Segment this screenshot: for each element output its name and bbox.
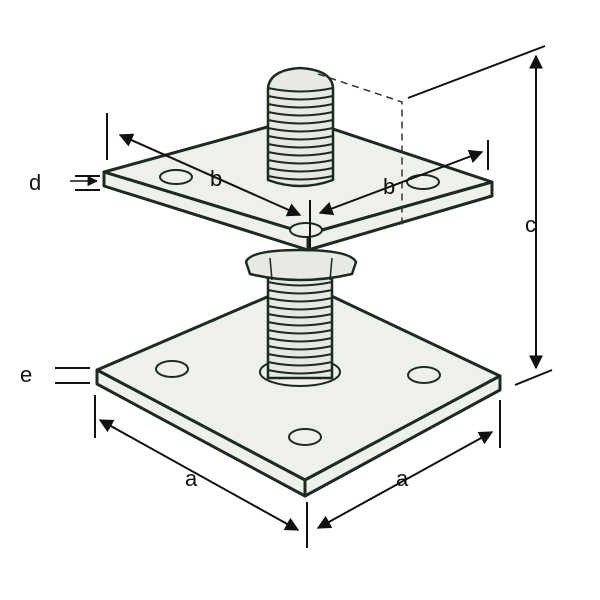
nut [244,248,358,282]
thread-line [267,281,333,287]
thread-line [267,127,334,133]
thread-line [267,119,334,125]
dim-a-right-line [316,431,494,529]
dim-a-left-line [98,419,300,531]
label-a-left: a [185,466,198,491]
thread-line [267,337,333,343]
thread-line [267,111,334,117]
lower-threaded-rod [266,270,334,380]
thread-line [267,95,334,101]
thread-line [267,313,333,319]
thread-line [267,361,333,367]
dim-b-left-line [118,133,302,217]
thread-line [267,305,333,311]
thread-line [267,289,333,295]
thread-line [267,87,334,93]
thread-line [267,297,333,303]
label-b-right: b [383,174,395,199]
label-d: d [29,170,41,195]
upper-threaded-rod [266,66,335,188]
dim-b-right-line [318,149,484,216]
thread-line [267,369,333,375]
label-e: e [20,362,32,387]
thread-line [267,329,333,335]
label-a-right: a [396,466,409,491]
thread-line [267,321,333,327]
thread-line [267,353,333,359]
thread-line [267,345,333,351]
label-c: c [525,212,536,237]
label-b-left: b [210,166,222,191]
thread-line [267,103,334,109]
dim-c-ext-top [407,45,546,99]
dim-c-ext-bottom [514,369,553,386]
